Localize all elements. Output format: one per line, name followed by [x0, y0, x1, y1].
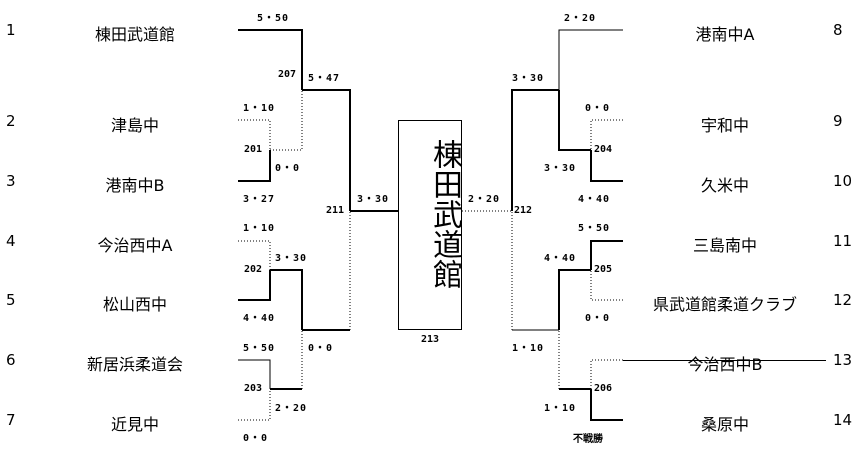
- team-name: 久米中: [700, 176, 750, 195]
- score-label: 3・27: [243, 194, 276, 205]
- match-number: 206: [594, 383, 613, 394]
- score-label: 3・30: [357, 194, 390, 205]
- team-name: 新居浜柔道会: [86, 355, 184, 374]
- score-label: 4・40: [544, 253, 577, 264]
- seed-number: 1: [6, 21, 16, 39]
- score-label: 0・0: [585, 103, 611, 114]
- score-label: 3・30: [512, 73, 545, 84]
- team-name: 棟田武道館: [94, 25, 176, 44]
- score-label: 2・20: [275, 403, 308, 414]
- score-label: 0・0: [308, 343, 334, 354]
- score-label: 1・10: [544, 403, 577, 414]
- seed-number: 6: [6, 351, 16, 369]
- seed-number: 4: [6, 232, 16, 250]
- score-label: 2・20: [468, 194, 501, 205]
- team-name: 桑原中: [700, 415, 750, 434]
- score-label: 4・40: [243, 313, 276, 324]
- seed-number: 2: [6, 112, 16, 130]
- match-number: 203: [244, 383, 263, 394]
- score-label: 3・30: [544, 163, 577, 174]
- match-number: 204: [594, 144, 613, 155]
- team-name: 今治西中A: [97, 236, 173, 255]
- match-number: 202: [244, 264, 263, 275]
- team-name: 三島南中: [692, 236, 758, 255]
- score-label: 5・50: [257, 13, 290, 24]
- final-match-number: 213: [421, 334, 440, 345]
- match-number: 207: [278, 69, 297, 80]
- match-number: 211: [326, 205, 345, 216]
- seed-number: 5: [6, 291, 16, 309]
- seed-number: 12: [833, 291, 853, 309]
- match-number: 205: [594, 264, 613, 275]
- seed-number: 9: [833, 112, 843, 130]
- score-label: 0・0: [585, 313, 611, 324]
- seed-number: 10: [833, 172, 853, 190]
- team-name: 港南中A: [695, 25, 755, 44]
- score-label: 5・50: [578, 223, 611, 234]
- match-number: 212: [514, 205, 533, 216]
- score-label: 1・10: [243, 223, 276, 234]
- score-label: 1・10: [512, 343, 545, 354]
- match-number: 201: [244, 144, 263, 155]
- score-label: 3・30: [275, 253, 308, 264]
- seed-number: 8: [833, 21, 843, 39]
- team-name-withdrawn: 今治西中B: [687, 355, 763, 374]
- team-name: 県武道館柔道クラブ: [652, 295, 798, 314]
- team-name: 松山西中: [102, 295, 168, 314]
- score-label: 5・50: [243, 343, 276, 354]
- score-label: 5・47: [308, 73, 341, 84]
- score-label: 0・0: [275, 163, 301, 174]
- team-name: 港南中B: [105, 176, 165, 195]
- score-label: 2・20: [564, 13, 597, 24]
- seed-number: 3: [6, 172, 16, 190]
- strike-line: [623, 360, 826, 361]
- champion-name: 棟田武道館: [427, 139, 462, 289]
- score-label: 1・10: [243, 103, 276, 114]
- team-name: 宇和中: [700, 116, 750, 135]
- seed-number: 13: [833, 351, 853, 369]
- seed-number: 7: [6, 411, 16, 429]
- seed-number: 14: [833, 411, 853, 429]
- team-name: 津島中: [110, 116, 160, 135]
- champion-box: 棟田武道館: [398, 120, 462, 330]
- seed-number: 11: [833, 232, 853, 250]
- team-name: 近見中: [110, 415, 160, 434]
- score-label: 4・40: [578, 194, 611, 205]
- score-label: 0・0: [243, 433, 269, 444]
- walkover-note: 不戦勝: [573, 434, 603, 445]
